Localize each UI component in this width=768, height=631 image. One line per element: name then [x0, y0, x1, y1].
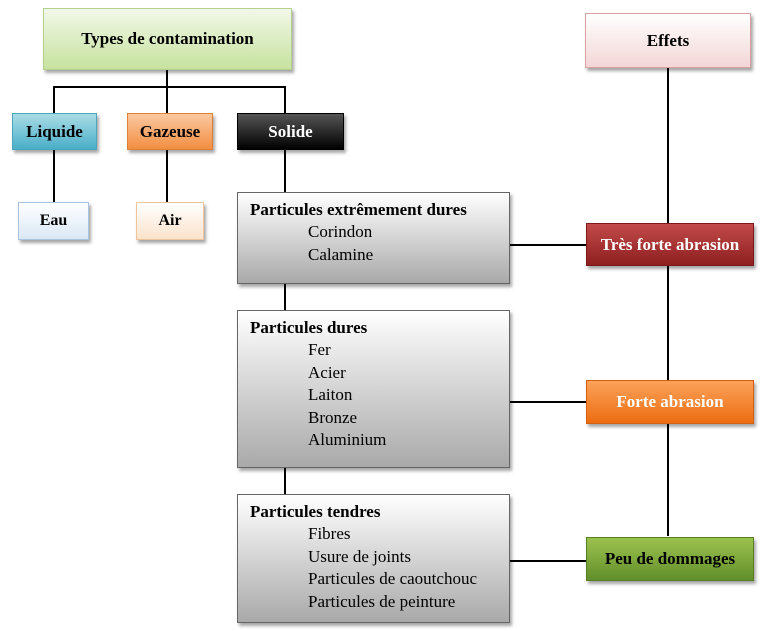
particles-title: Particules dures [250, 318, 368, 337]
effect-label: Forte abrasion [616, 392, 724, 411]
sub-eau: Eau [18, 202, 89, 240]
connector-types-horizontal [53, 86, 285, 88]
category-gazeuse-label: Gazeuse [139, 121, 201, 141]
connector-title-down [166, 70, 168, 87]
effect-forte-abrasion: Forte abrasion [586, 380, 754, 424]
list-item: Particules de caoutchouc [308, 569, 477, 588]
effect-label: Très forte abrasion [600, 234, 740, 254]
category-solide: Solide [237, 113, 344, 150]
connector-particles-1-2 [284, 284, 286, 310]
list-item: Fer [308, 340, 331, 359]
connector-gazeuse-air [166, 150, 168, 202]
list-item: Acier [308, 362, 346, 382]
particles-list: Fer Acier Laiton Bronze Aluminium [250, 339, 497, 452]
list-item: Fibres [308, 524, 351, 543]
effect-label: Peu de dommages [604, 549, 736, 568]
particles-box-hard: Particules dures Fer Acier Laiton Bronze… [237, 310, 510, 468]
effect-peu-de-dommages: Peu de dommages [586, 537, 754, 581]
particles-box-soft: Particules tendres Fibres Usure de joint… [237, 494, 510, 623]
particles-list: Fibres Usure de joints Particules de cao… [250, 523, 497, 613]
effets-title-label: Effets [646, 30, 690, 50]
connector-liquide-eau [53, 150, 55, 202]
types-title-box: Types de contamination [43, 8, 292, 70]
sub-air-label: Air [158, 212, 182, 229]
category-liquide-label: Liquide [26, 121, 83, 141]
category-solide-label: Solide [268, 121, 313, 141]
sub-eau-label: Eau [39, 212, 68, 229]
list-item: Corindon [308, 222, 373, 241]
connector-effect-2 [510, 401, 588, 403]
particles-box-extremely-hard: Particules extrêmement dures Corindon Ca… [237, 192, 510, 284]
connector-effets-vertical [667, 68, 669, 536]
list-item: Calamine [308, 244, 374, 264]
connector-solide-particles [284, 150, 286, 192]
category-gazeuse: Gazeuse [127, 113, 213, 150]
category-liquide: Liquide [12, 113, 97, 150]
particles-list: Corindon Calamine [250, 221, 497, 266]
connector-gazeuse-up [166, 86, 168, 113]
list-item: Bronze [308, 407, 358, 427]
particles-title: Particules extrêmement dures [250, 200, 467, 219]
connector-effect-3 [510, 560, 588, 562]
list-item: Particules de peinture [308, 591, 456, 611]
sub-air: Air [136, 202, 204, 240]
list-item: Usure de joints [308, 546, 411, 566]
effect-tres-forte-abrasion: Très forte abrasion [586, 223, 754, 266]
connector-particles-2-3 [284, 468, 286, 494]
effets-title-box: Effets [585, 13, 751, 68]
list-item: Laiton [308, 385, 353, 404]
connector-solide-up [284, 86, 286, 113]
connector-liquide-up [53, 86, 55, 113]
connector-effect-1 [510, 244, 588, 246]
types-title-label: Types de contamination [81, 29, 254, 48]
particles-title: Particules tendres [250, 502, 381, 521]
list-item: Aluminium [308, 430, 387, 449]
